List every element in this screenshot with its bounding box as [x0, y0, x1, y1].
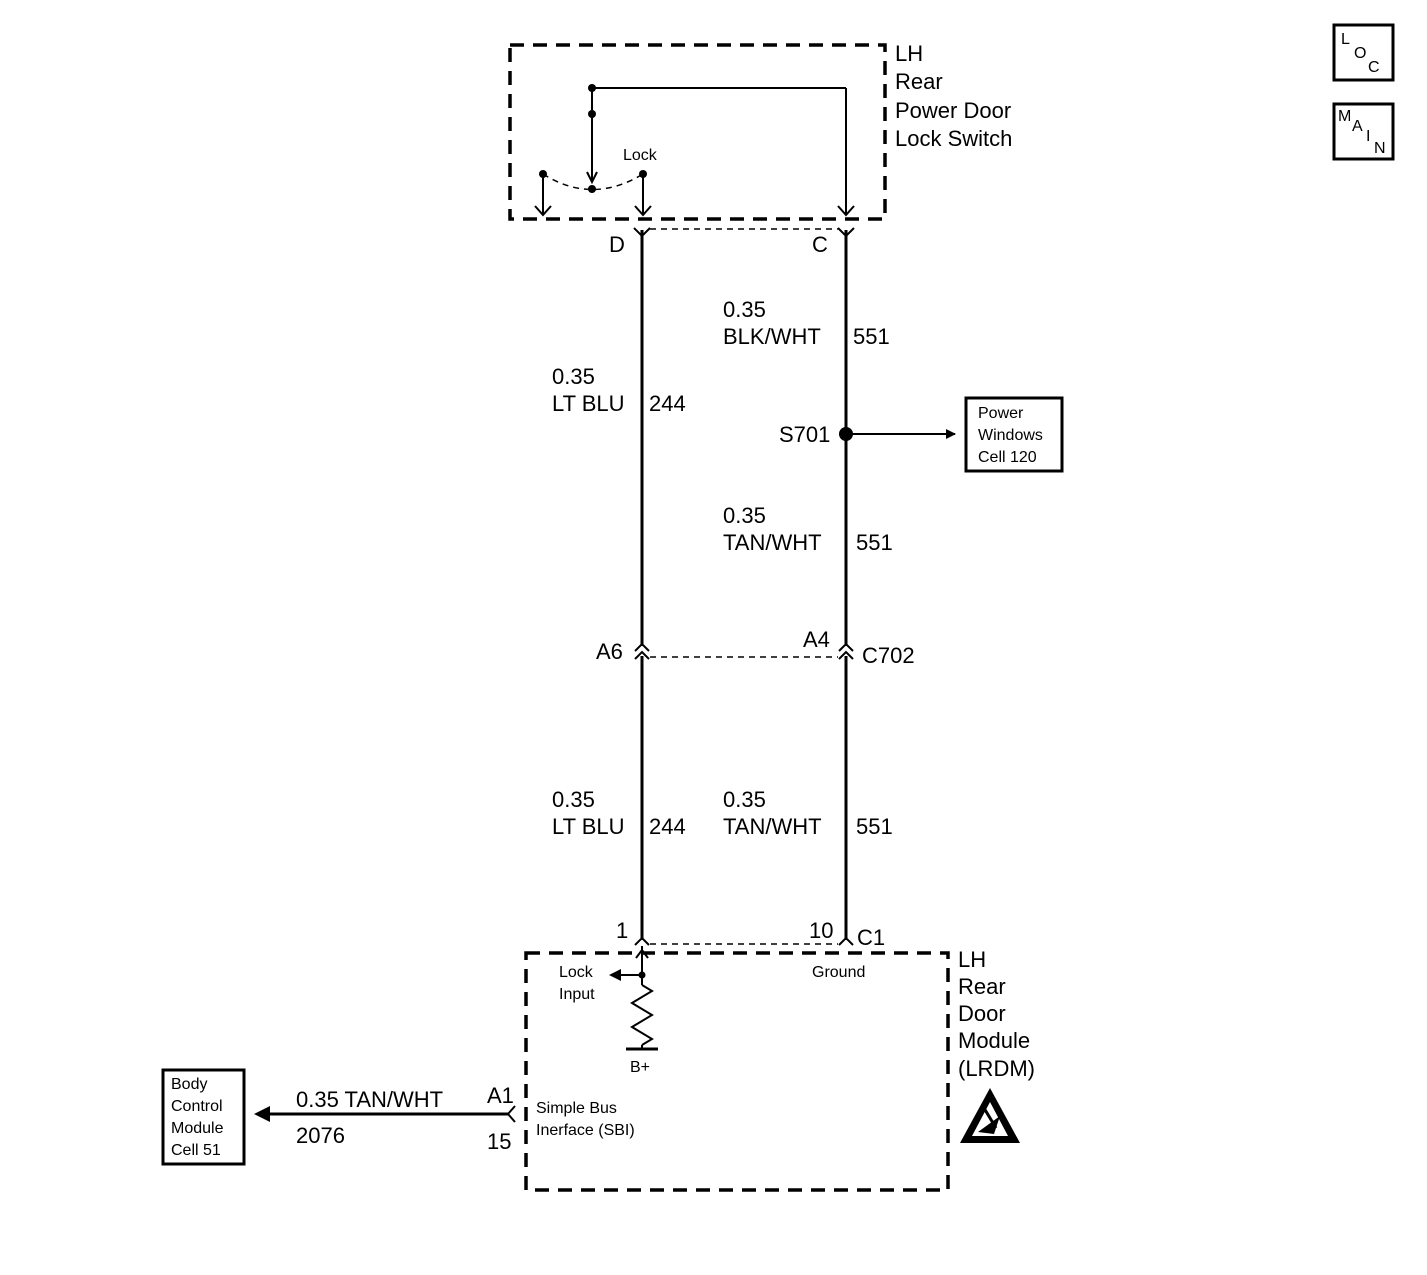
- svg-text:A: A: [1352, 118, 1363, 135]
- svg-text:Power Windows Cell: Power Windows Cell 120: [978, 405, 1047, 466]
- door-module: 1 10 C1 B+ Lock Input Ground A1 15 Simpl…: [487, 918, 1036, 1192]
- wire-label-lower-left: 0.35 LT BLU 244: [552, 787, 686, 839]
- sbi-label: Simple Bus Inerface (SBI): [536, 1100, 635, 1139]
- svg-text:551: 551: [856, 814, 893, 839]
- module-pin-10: 10: [809, 918, 833, 943]
- bcm-wire-circuit: 2076: [296, 1123, 345, 1148]
- svg-text:LT BLU: LT BLU: [552, 814, 625, 839]
- terminal-d-label: D: [609, 232, 625, 257]
- svg-text:LT BLU: LT BLU: [552, 391, 625, 416]
- switch-connector: D C: [609, 227, 855, 257]
- lock-switch-outline: [508, 43, 887, 221]
- door-module-title: LH Rear Door Module (LRDM): [958, 947, 1036, 1081]
- loc-button[interactable]: L O C: [1332, 23, 1395, 82]
- lock-switch-lock-label: Lock: [623, 147, 658, 164]
- lock-input-label: Lock Input: [559, 964, 597, 1003]
- svg-text:0.35: 0.35: [723, 503, 766, 528]
- c702-pin-a6: A6: [596, 639, 623, 664]
- wire-label-upper-right: 0.35 BLK/WHT 551: [723, 297, 890, 349]
- svg-text:551: 551: [853, 324, 890, 349]
- svg-text:L: L: [1341, 31, 1350, 48]
- svg-text:M: M: [1338, 108, 1351, 125]
- splice-s701: S701: [779, 422, 956, 447]
- wire-label-lower-right: 0.35 TAN/WHT 551: [723, 787, 893, 839]
- ground-label: Ground: [812, 964, 865, 981]
- module-pin-a1: A1: [487, 1083, 514, 1108]
- svg-text:C: C: [1368, 59, 1380, 76]
- svg-text:551: 551: [856, 530, 893, 555]
- svg-text:0.35: 0.35: [723, 787, 766, 812]
- bplus-label: B+: [630, 1059, 650, 1076]
- main-button[interactable]: M A I N: [1332, 102, 1395, 161]
- svg-text:TAN/WHT: TAN/WHT: [723, 530, 822, 555]
- bcm-wire: 0.35 TAN/WHT 2076: [254, 1087, 508, 1148]
- svg-text:244: 244: [649, 391, 686, 416]
- svg-text:BLK/WHT: BLK/WHT: [723, 324, 821, 349]
- bcm-wire-color: 0.35 TAN/WHT: [296, 1087, 443, 1112]
- connector-c702: A6 A4 C702: [596, 627, 915, 668]
- svg-text:0.35: 0.35: [552, 787, 595, 812]
- c702-pin-a4: A4: [803, 627, 830, 652]
- lock-switch: Lock LH Rear Power Door Lock Switch: [508, 41, 1017, 221]
- svg-text:N: N: [1374, 140, 1386, 157]
- wire-label-upper-left: 0.35 LT BLU 244: [552, 364, 686, 416]
- bcm-ref[interactable]: Body Control Module Cell 51: [161, 1068, 246, 1166]
- terminal-c-label: C: [812, 232, 828, 257]
- module-pin-1: 1: [616, 918, 628, 943]
- splice-label: S701: [779, 422, 830, 447]
- svg-text:O: O: [1354, 45, 1366, 62]
- power-windows-ref[interactable]: Power Windows Cell 120: [964, 396, 1064, 473]
- svg-text:244: 244: [649, 814, 686, 839]
- module-connector-c1: C1: [857, 925, 885, 950]
- c702-name: C702: [862, 643, 915, 668]
- svg-text:TAN/WHT: TAN/WHT: [723, 814, 822, 839]
- esd-warning-icon: [960, 1088, 1020, 1143]
- lock-switch-title: LH Rear Power Door Lock Switch: [895, 41, 1017, 151]
- module-pin-15: 15: [487, 1129, 511, 1154]
- svg-text:0.35: 0.35: [552, 364, 595, 389]
- wire-label-mid-right: 0.35 TAN/WHT 551: [723, 503, 893, 555]
- svg-text:0.35: 0.35: [723, 297, 766, 322]
- svg-text:I: I: [1366, 128, 1370, 145]
- door-module-outline: [524, 951, 950, 1192]
- svg-text:Body Control Modul: Body Control Module Cell 51: [171, 1076, 228, 1159]
